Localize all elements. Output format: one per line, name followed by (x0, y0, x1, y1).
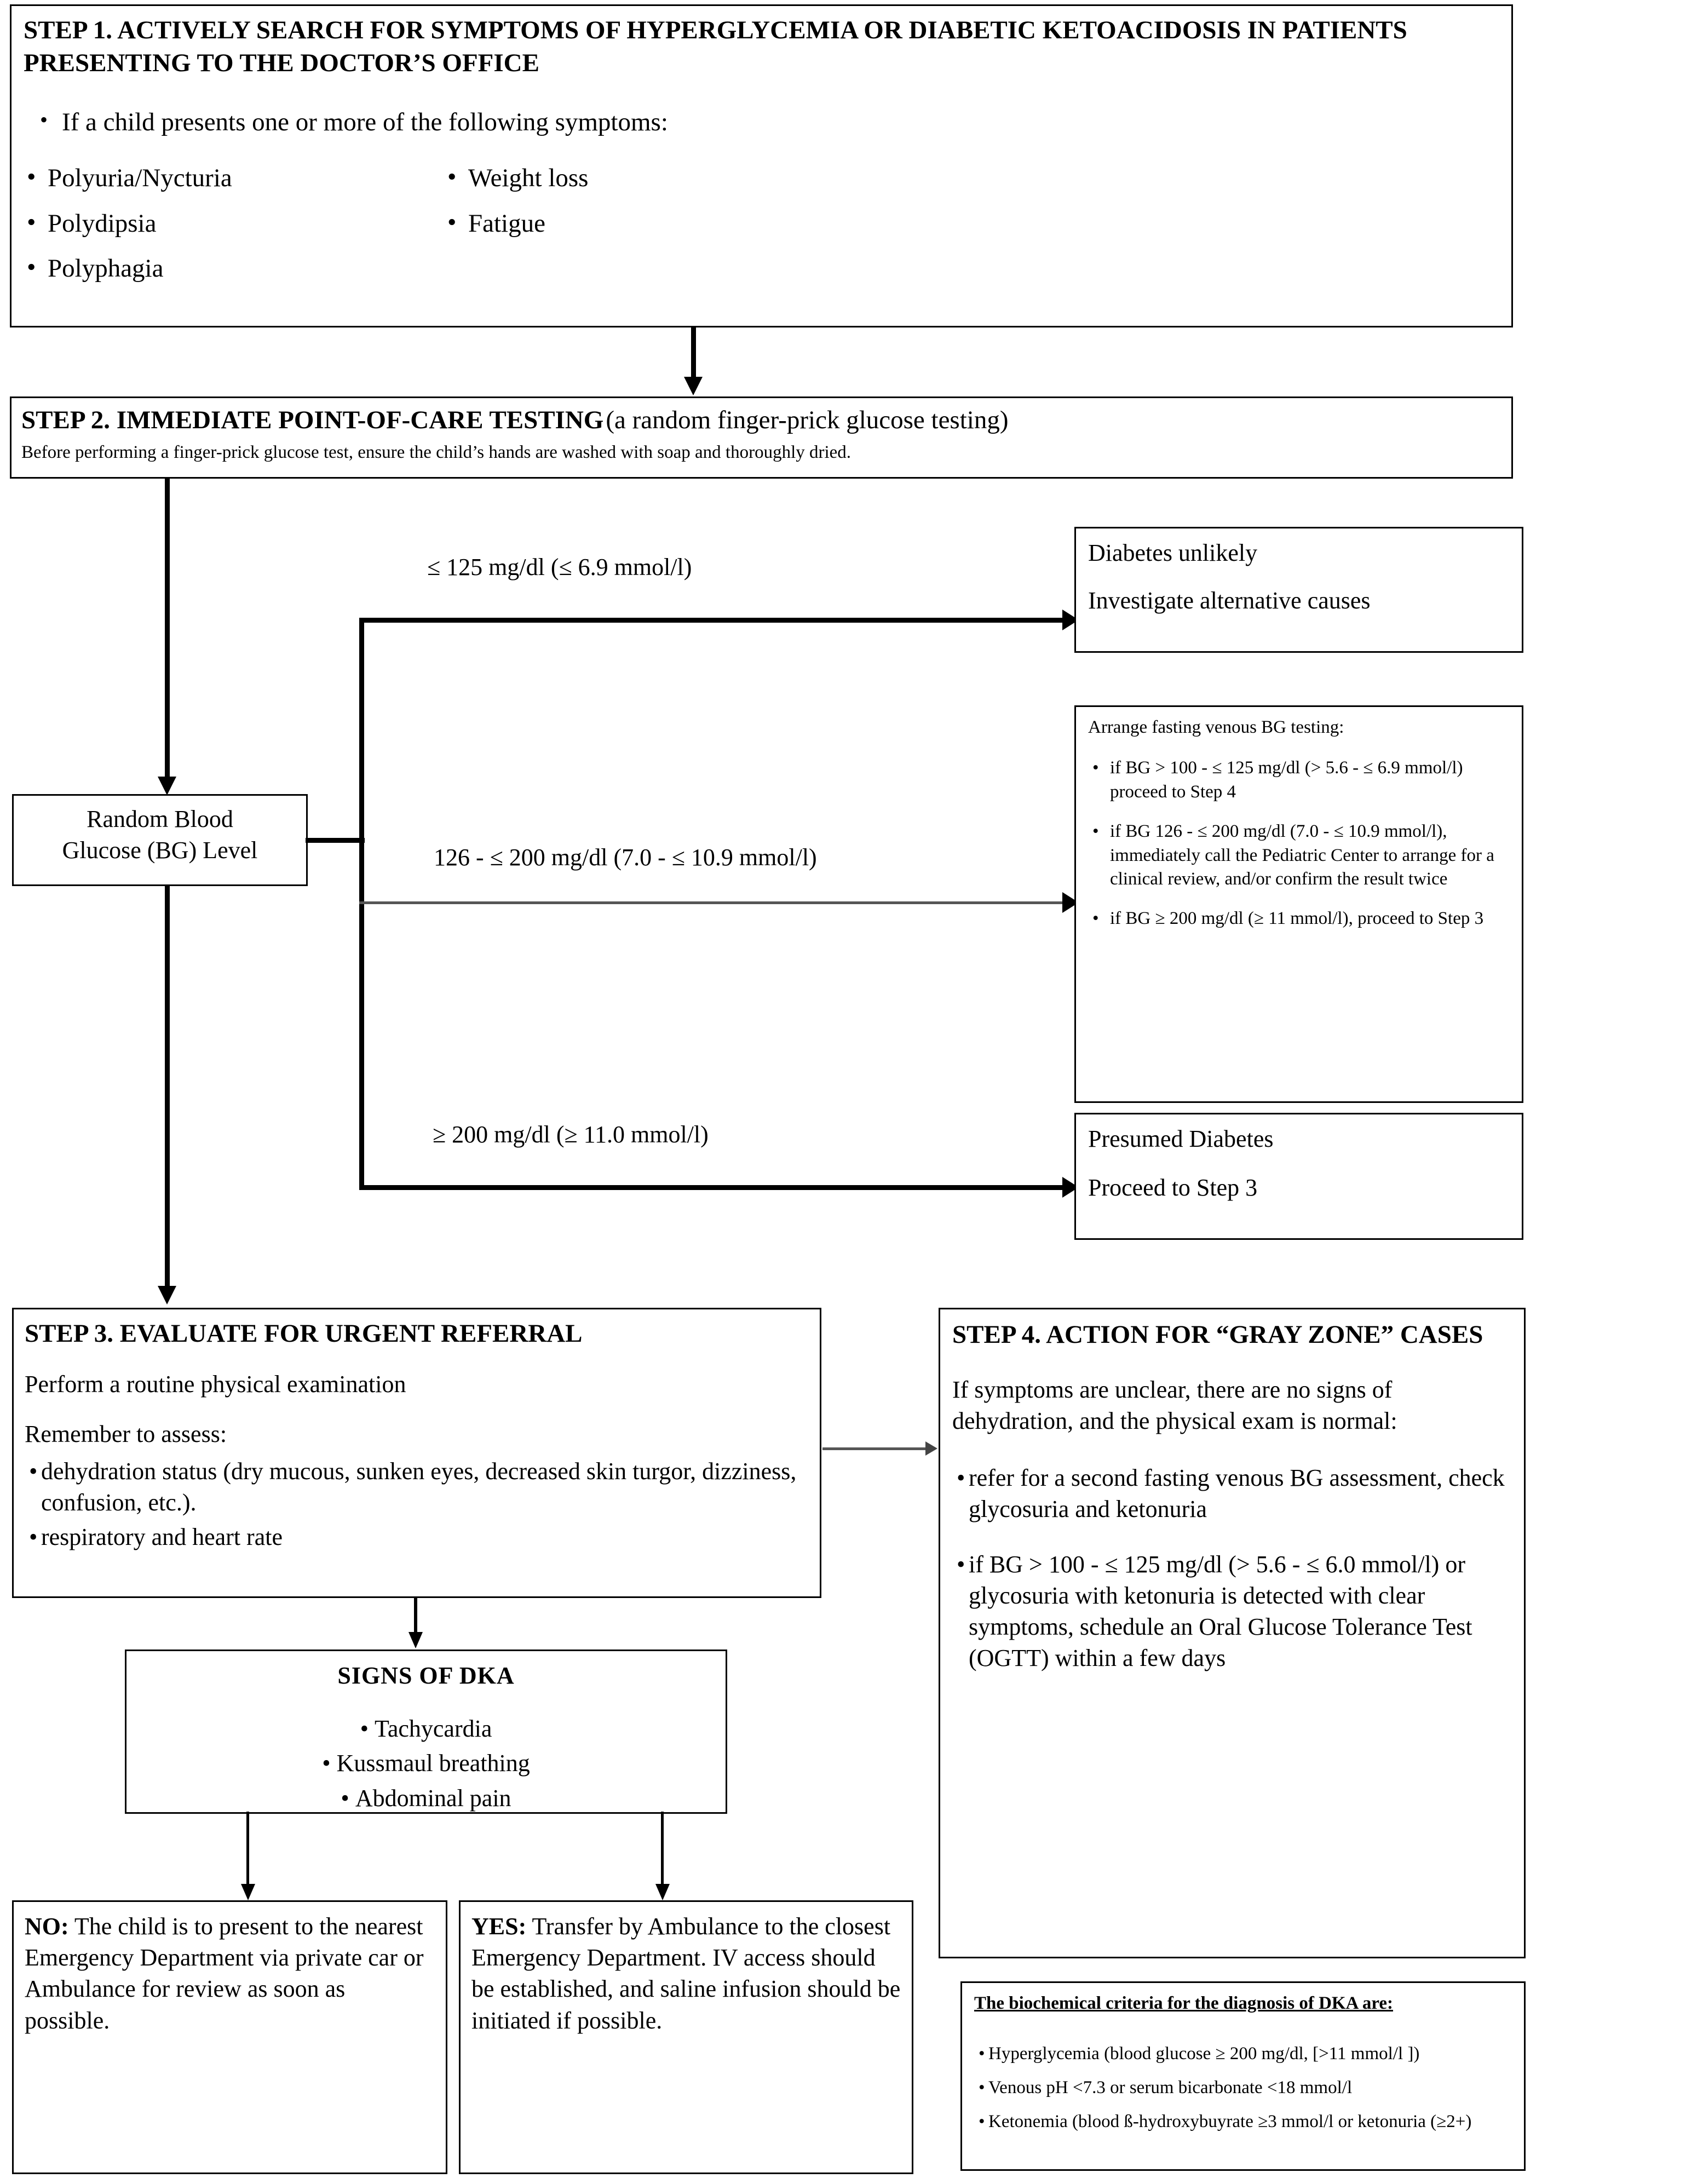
outcome-high-line1: Presumed Diabetes (1088, 1125, 1274, 1152)
step2-title-suffix: (a random finger-prick glucose testing) (606, 406, 1009, 434)
answer-no-text: NO: The child is to present to the neare… (14, 1902, 446, 2036)
answer-no-box: NO: The child is to present to the neare… (12, 1900, 447, 2174)
decision-box-random-bg: Random Blood Glucose (BG) Level (12, 794, 308, 886)
symptom-item: Fatigue (444, 206, 882, 240)
arrow-right-icon (925, 1441, 937, 1456)
decision-label-line2: Glucose (BG) Level (62, 837, 258, 864)
dka-signs-title: SIGNS OF DKA (337, 1662, 515, 1689)
branch-low-line (359, 618, 1067, 623)
step3-box: STEP 3. EVALUATE FOR URGENT REFERRAL Per… (12, 1308, 821, 1598)
dka-sign-label: Abdominal pain (355, 1784, 511, 1812)
dka-signs-box: SIGNS OF DKA • Tachycardia • Kussmaul br… (125, 1650, 727, 1814)
step2-box: STEP 2. IMMEDIATE POINT-OF-CARE TESTING … (10, 396, 1513, 479)
step4-bullet: refer for a second fasting venous BG ass… (952, 1462, 1512, 1525)
dka-criteria-box: The biochemical criteria for the diagnos… (960, 1981, 1526, 2171)
dka-criteria-item: Venous pH <7.3 or serum bicarbonate <18 … (974, 2076, 1515, 2100)
arrow-down-icon (409, 1632, 423, 1648)
step1-box: STEP 1. ACTIVELY SEARCH FOR SYMPTOMS OF … (10, 4, 1513, 327)
arrow-down-icon (655, 1884, 670, 1900)
step3-paragraph-2: Remember to assess: (25, 1421, 227, 1448)
outcome-mid-bullet: if BG 126 - ≤ 200 mg/dl (7.0 - ≤ 10.9 mm… (1088, 820, 1512, 892)
dka-criteria-title: The biochemical criteria for the diagnos… (974, 1993, 1394, 2013)
outcome-mid-heading: Arrange fasting venous BG testing: (1088, 717, 1344, 737)
branch-mid-line (359, 901, 1067, 904)
answer-no-body: The child is to present to the nearest E… (25, 1913, 424, 2034)
outcome-mid-bullet: if BG ≥ 200 mg/dl (≥ 11 mmol/l), proceed… (1088, 907, 1512, 931)
step1-lead: If a child presents one or more of the f… (11, 106, 1511, 139)
outcome-mid-bullet: if BG > 100 - ≤ 125 mg/dl (> 5.6 - ≤ 6.9… (1088, 756, 1512, 804)
outcome-diabetes-unlikely-box: Diabetes unlikely Investigate alternativ… (1074, 527, 1523, 653)
dka-sign-item: • Tachycardia (360, 1715, 492, 1743)
dka-sign-label: Kussmaul breathing (336, 1750, 530, 1777)
step3-bullet: respiratory and heart rate (25, 1521, 810, 1553)
connector-step2-to-decision (165, 479, 170, 784)
branch-high-label: ≥ 200 mg/dl (≥ 11.0 mmol/l) (433, 1121, 709, 1148)
branch-mid-label: 126 - ≤ 200 mg/dl (7.0 - ≤ 10.9 mmol/l) (434, 844, 817, 871)
step4-paragraph-1: If symptoms are unclear, there are no si… (952, 1376, 1397, 1435)
arrow-down-icon (158, 777, 176, 795)
step4-bullet: if BG > 100 - ≤ 125 mg/dl (> 5.6 - ≤ 6.0… (952, 1549, 1512, 1674)
dka-criteria-item: Hyperglycemia (blood glucose ≥ 200 mg/dl… (974, 2042, 1515, 2066)
step3-paragraph-1: Perform a routine physical examination (25, 1371, 406, 1398)
answer-yes-prefix: YES: (471, 1913, 527, 1940)
symptom-item: Polyuria/Nycturia (24, 160, 462, 194)
symptom-item: Weight loss (444, 160, 882, 194)
arrow-down-icon (684, 377, 703, 395)
branch-low-label: ≤ 125 mg/dl (≤ 6.9 mmol/l) (427, 554, 692, 581)
step1-title: STEP 1. ACTIVELY SEARCH FOR SYMPTOMS OF … (24, 16, 1407, 78)
step2-note: Before performing a finger-prick glucose… (21, 442, 852, 463)
arrow-down-icon (158, 1286, 176, 1304)
symptom-item: Polyphagia (24, 251, 462, 285)
connector-dka-to-no (246, 1812, 249, 1888)
dka-sign-label: Tachycardia (375, 1715, 492, 1743)
connector-step3-to-dka-signs (414, 1598, 417, 1636)
step1-symptoms-left-column: Polyuria/Nycturia Polydipsia Polyphagia (24, 160, 462, 296)
dka-sign-item: • Abdominal pain (341, 1784, 511, 1812)
connector-dka-to-yes (661, 1812, 664, 1888)
step4-box: STEP 4. ACTION FOR “GRAY ZONE” CASES If … (939, 1308, 1526, 1958)
connector-step1-to-step2 (691, 327, 696, 380)
step4-title: STEP 4. ACTION FOR “GRAY ZONE” CASES (952, 1320, 1483, 1349)
outcome-presumed-diabetes-box: Presumed Diabetes Proceed to Step 3 (1074, 1113, 1523, 1240)
connector-decision-to-trunk (306, 838, 365, 843)
arrow-down-icon (241, 1884, 255, 1900)
step2-title: STEP 2. IMMEDIATE POINT-OF-CARE TESTING (21, 406, 604, 434)
decision-label-line1: Random Blood (87, 806, 233, 832)
outcome-fasting-venous-bg-box: Arrange fasting venous BG testing: if BG… (1074, 705, 1523, 1103)
answer-yes-text: YES: Transfer by Ambulance to the closes… (461, 1902, 912, 2036)
answer-yes-box: YES: Transfer by Ambulance to the closes… (459, 1900, 913, 2174)
outcome-low-line1: Diabetes unlikely (1088, 539, 1258, 566)
connector-step3-to-step4 (822, 1447, 928, 1450)
step3-title: STEP 3. EVALUATE FOR URGENT REFERRAL (25, 1319, 583, 1348)
symptom-item: Polydipsia (24, 206, 462, 240)
answer-yes-body: Transfer by Ambulance to the closest Eme… (471, 1913, 901, 2034)
dka-criteria-item: Ketonemia (blood ß-hydroxybuyrate ≥3 mmo… (974, 2110, 1515, 2134)
branch-high-line (359, 1185, 1067, 1190)
connector-decision-to-step3 (165, 886, 170, 1291)
answer-no-prefix: NO: (25, 1913, 69, 1940)
dka-sign-item: • Kussmaul breathing (322, 1750, 530, 1777)
outcome-high-line2: Proceed to Step 3 (1088, 1174, 1258, 1202)
step3-bullet: dehydration status (dry mucous, sunken e… (25, 1456, 810, 1518)
step1-symptoms-right-column: Weight loss Fatigue (444, 160, 882, 251)
outcome-low-line2: Investigate alternative causes (1088, 587, 1371, 614)
